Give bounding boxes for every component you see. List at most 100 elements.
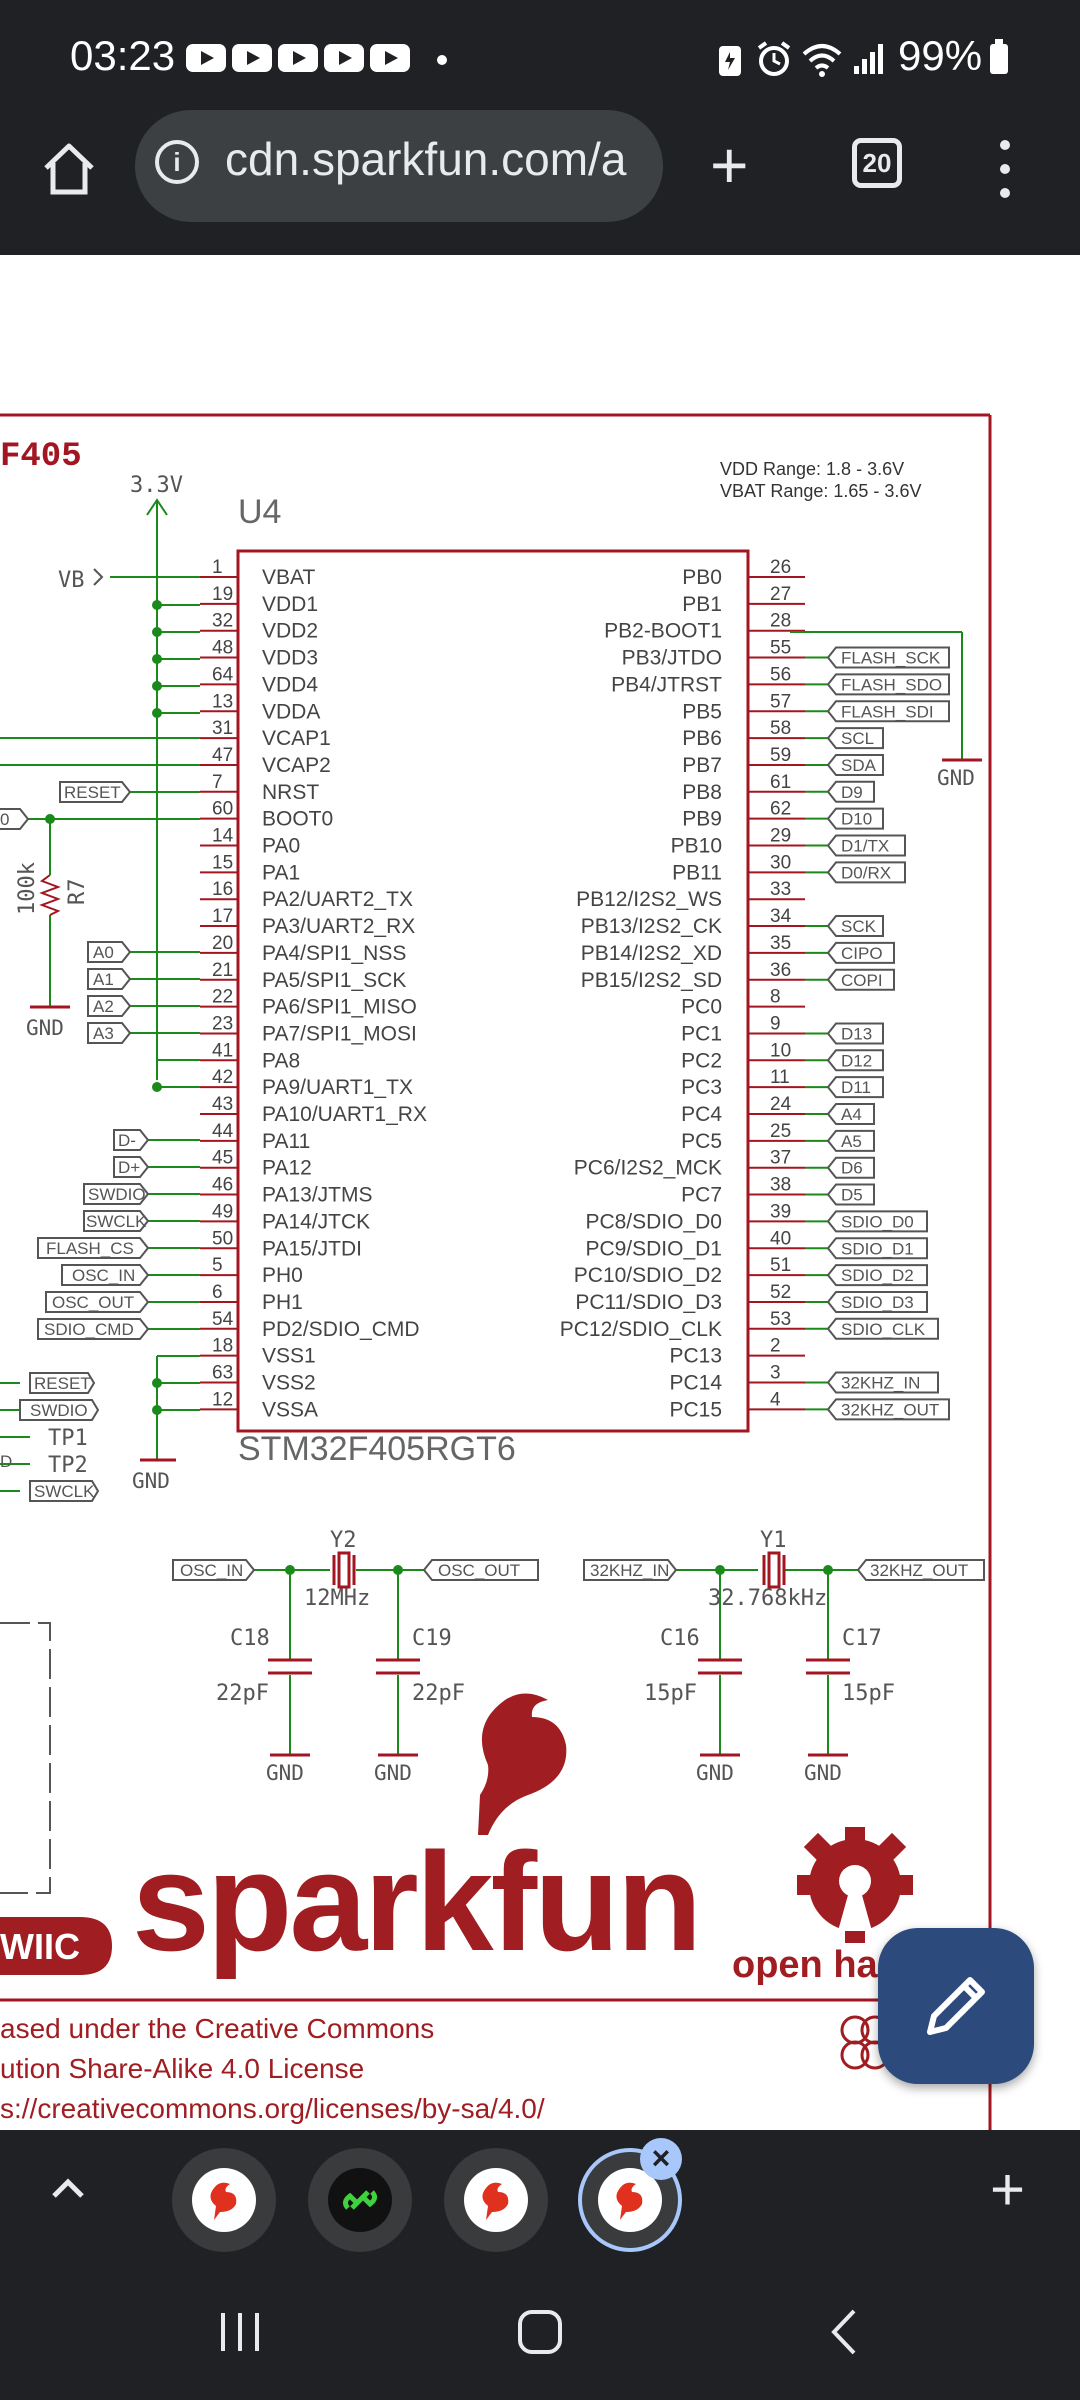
tab-thumbnail[interactable] bbox=[444, 2148, 548, 2252]
u4-body bbox=[236, 549, 750, 1433]
u4-pin-name: PB3/JTDO bbox=[622, 647, 722, 670]
home-icon[interactable] bbox=[38, 138, 100, 200]
u4-pin-name: PB7 bbox=[682, 754, 722, 777]
y1-32khz-out-net: 32KHZ_OUT bbox=[870, 1561, 968, 1580]
sparkfun-favicon-icon bbox=[482, 2182, 509, 2220]
net-flag bbox=[826, 1371, 939, 1394]
u4-pin-name: PA6/SPI1_MISO bbox=[262, 996, 417, 1019]
chevron-up-icon[interactable] bbox=[48, 2168, 88, 2208]
net-swdio: SWDIO bbox=[88, 1185, 146, 1204]
u4-pin-number: 55 bbox=[770, 638, 791, 659]
new-tab-button[interactable]: + bbox=[710, 128, 749, 202]
tab-thumbnail[interactable] bbox=[172, 2148, 276, 2252]
license-line-3[interactable]: s://creativecommons.org/licenses/by-sa/4… bbox=[0, 2093, 545, 2124]
u4-pin-number: 44 bbox=[212, 1121, 234, 1142]
u4-pin-name: PB10 bbox=[671, 835, 722, 858]
u4-pin-name: PC5 bbox=[681, 1130, 722, 1153]
add-tab-button[interactable]: + bbox=[990, 2156, 1026, 2223]
site-info-icon[interactable]: i bbox=[155, 140, 199, 184]
y1-ref: Y1 bbox=[760, 1528, 787, 1553]
u4-pin-name: PA0 bbox=[262, 835, 300, 858]
alarm-icon bbox=[757, 41, 791, 76]
c18-value: 22pF bbox=[216, 1681, 269, 1706]
edge-d-label: D bbox=[0, 1452, 12, 1471]
net-label: D9 bbox=[841, 783, 863, 802]
u4-pin-number: 12 bbox=[212, 1389, 233, 1410]
svg-text:sparkfun: sparkfun bbox=[132, 1823, 699, 1980]
close-tab-icon[interactable]: × bbox=[640, 2138, 682, 2180]
u4-pin-name: PB9 bbox=[682, 808, 722, 831]
u4-pin-number: 41 bbox=[212, 1040, 233, 1061]
net-flag bbox=[826, 861, 906, 884]
net-flag bbox=[826, 1398, 950, 1421]
status-time: 03:23 bbox=[70, 32, 176, 79]
tab-thumbnail[interactable] bbox=[308, 2148, 412, 2252]
net-swclk: SWCLK bbox=[86, 1212, 147, 1231]
back-icon[interactable] bbox=[820, 2307, 870, 2357]
sparkfun-favicon-icon bbox=[210, 2182, 237, 2220]
u4-pin-number: 43 bbox=[212, 1094, 233, 1115]
recent-apps-icon[interactable] bbox=[215, 2307, 265, 2357]
u4-pin-name: PA11 bbox=[262, 1130, 310, 1153]
gnd-r7-label: GND bbox=[26, 1016, 64, 1040]
sparkfun-favicon-icon bbox=[616, 2182, 643, 2220]
u4-pin-name: VCAP2 bbox=[262, 754, 331, 777]
overflow-menu-icon[interactable] bbox=[1000, 140, 1016, 200]
u4-pin-number: 53 bbox=[770, 1309, 791, 1330]
battery-percent: 99% bbox=[898, 32, 983, 79]
u4-pin-name: PB8 bbox=[682, 781, 722, 804]
u4-pin-name: PA8 bbox=[262, 1049, 300, 1072]
u4-pin-name: PC13 bbox=[669, 1345, 722, 1368]
u4-pin-name: PA1 bbox=[262, 861, 300, 884]
address-bar[interactable]: i cdn.sparkfun.com/a bbox=[135, 110, 663, 222]
web-content[interactable]: F405 VDD Range: 1.8 - 3.6V VBAT Range: 1… bbox=[0, 255, 1080, 2130]
home-nav-icon[interactable] bbox=[515, 2307, 565, 2357]
pencil-icon bbox=[927, 1977, 985, 2035]
gnd-boot1-label: GND bbox=[937, 766, 975, 790]
edit-fab-button[interactable] bbox=[878, 1928, 1034, 2084]
youtube-notification-icon bbox=[186, 44, 226, 72]
tab-switcher-button[interactable]: 20 bbox=[852, 138, 902, 188]
signal-icon bbox=[854, 44, 883, 74]
gnd-c19-label: GND bbox=[374, 1761, 412, 1785]
net-flag bbox=[826, 915, 884, 938]
net-flag bbox=[826, 1022, 884, 1045]
u4-pin-name: PA12 bbox=[262, 1157, 312, 1180]
u4-pin-number: 26 bbox=[770, 557, 791, 578]
u4-pin-number: 36 bbox=[770, 960, 791, 981]
u4-pin-name: VDD4 bbox=[262, 673, 318, 696]
u4-pin-number: 8 bbox=[770, 987, 781, 1008]
net-flag bbox=[826, 1264, 928, 1287]
net-label: A4 bbox=[841, 1105, 862, 1124]
u4-pin-name: PB11 bbox=[672, 861, 722, 884]
url-text[interactable]: cdn.sparkfun.com/a bbox=[225, 133, 627, 185]
gnd-c18-label: GND bbox=[266, 1761, 304, 1785]
u4-pin-number: 57 bbox=[770, 691, 791, 712]
youtube-notification-icon bbox=[324, 44, 364, 72]
more-notifications-icon bbox=[437, 55, 447, 65]
u4-pin-number: 61 bbox=[770, 772, 791, 793]
u4-part-name: STM32F405RGT6 bbox=[238, 1430, 516, 1468]
net-label: SDIO_D0 bbox=[841, 1212, 914, 1231]
u4-pin-name: PC12/SDIO_CLK bbox=[560, 1318, 722, 1341]
u4-pin-number: 15 bbox=[212, 852, 233, 873]
u4-pin-number: 16 bbox=[212, 879, 233, 900]
y2-osc-in-net: OSC_IN bbox=[180, 1561, 243, 1580]
u4-pin-number: 47 bbox=[212, 745, 233, 766]
